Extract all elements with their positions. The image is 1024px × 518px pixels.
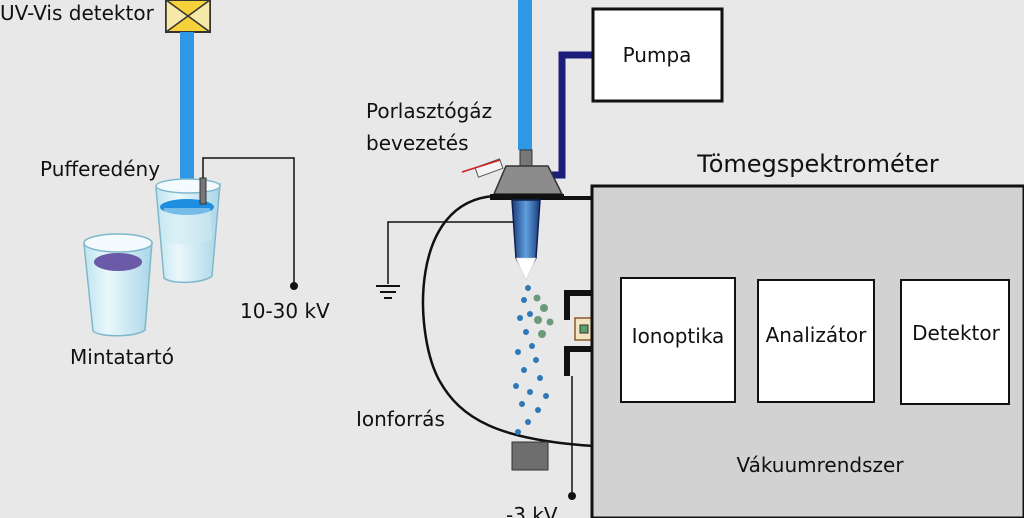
nebulizer-gas-label-line1: Porlasztógáz: [366, 99, 492, 123]
spray-head: [490, 165, 592, 200]
sample-holder: [83, 233, 153, 337]
buffer-vessel-label: Pufferedény: [40, 157, 160, 181]
ion-source-label: Ionforrás: [356, 407, 445, 431]
uv-vis-detector: [165, 0, 211, 34]
analyzer-label: Analizátor: [766, 323, 868, 347]
ion-source-housing: [421, 194, 595, 448]
uv-vis-detector-label: UV-Vis detektor: [0, 1, 155, 25]
pump-label: Pumpa: [623, 43, 692, 67]
low-voltage-label: -3 kV: [506, 503, 558, 518]
analyzer-box: [757, 279, 875, 403]
left-capillary: [180, 32, 194, 202]
sample-holder-label: Mintatartó: [70, 345, 174, 369]
high-voltage-label: 10-30 kV: [240, 299, 330, 323]
nebulizer-gas-label-line2: bevezetés: [366, 131, 469, 155]
ms-inlet: [564, 290, 594, 376]
spray-needle: [511, 199, 541, 281]
mass-spectrometer-title: Tömegspektrométer: [696, 150, 939, 178]
ion-optics-box: [620, 277, 736, 403]
low-voltage-wire: [568, 376, 576, 500]
spray-capillary: [518, 0, 532, 150]
ion-optics-label: Ionoptika: [632, 324, 725, 348]
spray-droplets: [513, 285, 554, 435]
buffer-vessel: [155, 178, 221, 284]
high-voltage-wire: [199, 157, 298, 290]
drain-block: [511, 441, 549, 471]
pump-line: [551, 51, 593, 179]
pump-box: [591, 7, 724, 103]
detector-label: Detektor: [912, 321, 1001, 345]
ground-wire: [376, 221, 514, 299]
vacuum-system-label: Vákuumrendszer: [736, 453, 904, 477]
detector-box: [900, 279, 1010, 405]
